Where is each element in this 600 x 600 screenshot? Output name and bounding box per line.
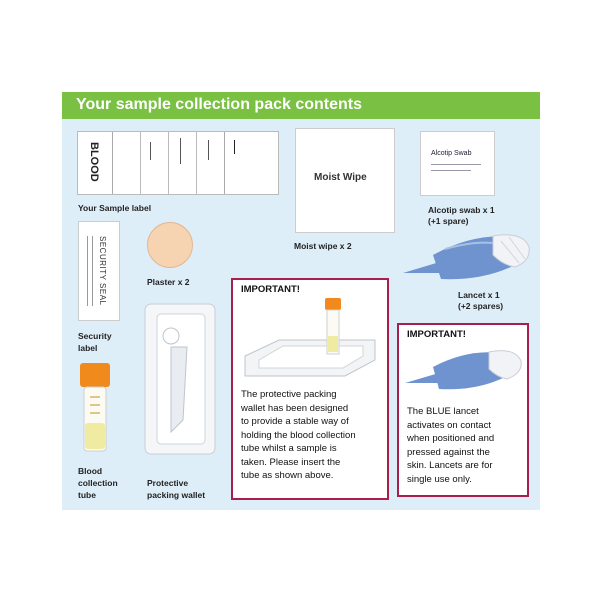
wallet-caption-1: Protective (147, 478, 189, 488)
header-bar: Your sample collection pack contents (62, 92, 540, 119)
alcotip-packet: Alcotip Swab (420, 131, 495, 196)
sample-label-card: BLOOD (77, 131, 279, 195)
plaster-image (147, 222, 193, 268)
alcotip-caption-1: Alcotip swab x 1 (428, 205, 495, 215)
sample-label-caption: Your Sample label (78, 203, 152, 213)
wallet-caption-2: packing wallet (147, 490, 206, 500)
important-body-2: The BLUE lancet activates on contact whe… (407, 405, 494, 486)
important-2-line: activates on contact (407, 419, 491, 431)
security-seal-text: SECURITY SEAL (98, 236, 107, 306)
important-body-1: The protective packing wallet has been d… (241, 388, 356, 483)
tube-caption-2: collection (78, 478, 118, 488)
important-1-line: to provide a stable way of (241, 416, 349, 427)
important-1-line: wallet has been designed (241, 402, 349, 414)
important-box-lancet: IMPORTANT! The BLUE lancet activates on … (397, 323, 529, 497)
packing-wallet-image (144, 303, 216, 455)
tube-caption-1: Blood (78, 466, 103, 476)
alcotip-caption-2: (+1 spare) (428, 216, 469, 226)
important-1-line: tube as shown above. (241, 470, 334, 481)
lancet-image (403, 234, 530, 280)
important-title-1: IMPORTANT! (241, 284, 300, 295)
important-2-line: single use only. (407, 473, 472, 485)
moist-wipe-caption: Moist wipe x 2 (294, 241, 352, 251)
lancet-caption-2: (+2 spares) (458, 301, 504, 311)
important-title-2: IMPORTANT! (407, 329, 466, 340)
important-1-line: tube whilst a sample is (241, 443, 337, 454)
important-2-line: when positioned and (407, 433, 495, 444)
lancet-small-image (405, 350, 522, 390)
important-box-wallet: IMPORTANT! The protective packing wallet… (231, 278, 389, 500)
important-2-line: pressed against the (407, 446, 490, 458)
security-seal-label: SECURITY SEAL (78, 221, 120, 321)
lancet-caption-1: Lancet x 1 (458, 290, 500, 300)
blood-tube-image (80, 363, 110, 452)
tube-caption-3: tube (78, 490, 96, 500)
moist-wipe-packet: Moist Wipe (295, 128, 395, 233)
security-caption-2: label (78, 343, 98, 353)
important-2-line: The BLUE lancet (407, 406, 479, 417)
security-caption-1: Security (78, 331, 112, 341)
important-1-line: The protective packing (241, 389, 337, 400)
moist-wipe-text: Moist Wipe (314, 172, 367, 183)
sample-label-text: BLOOD (88, 142, 100, 182)
alcotip-text: Alcotip Swab (431, 150, 472, 157)
wallet-with-tube-image (244, 298, 376, 377)
important-1-line: holding the blood collection (241, 429, 356, 441)
important-1-line: taken. Please insert the (241, 456, 341, 468)
important-2-line: skin. Lancets are for (407, 460, 493, 471)
plaster-caption: Plaster x 2 (147, 277, 190, 287)
header-title: Your sample collection pack contents (76, 96, 362, 113)
